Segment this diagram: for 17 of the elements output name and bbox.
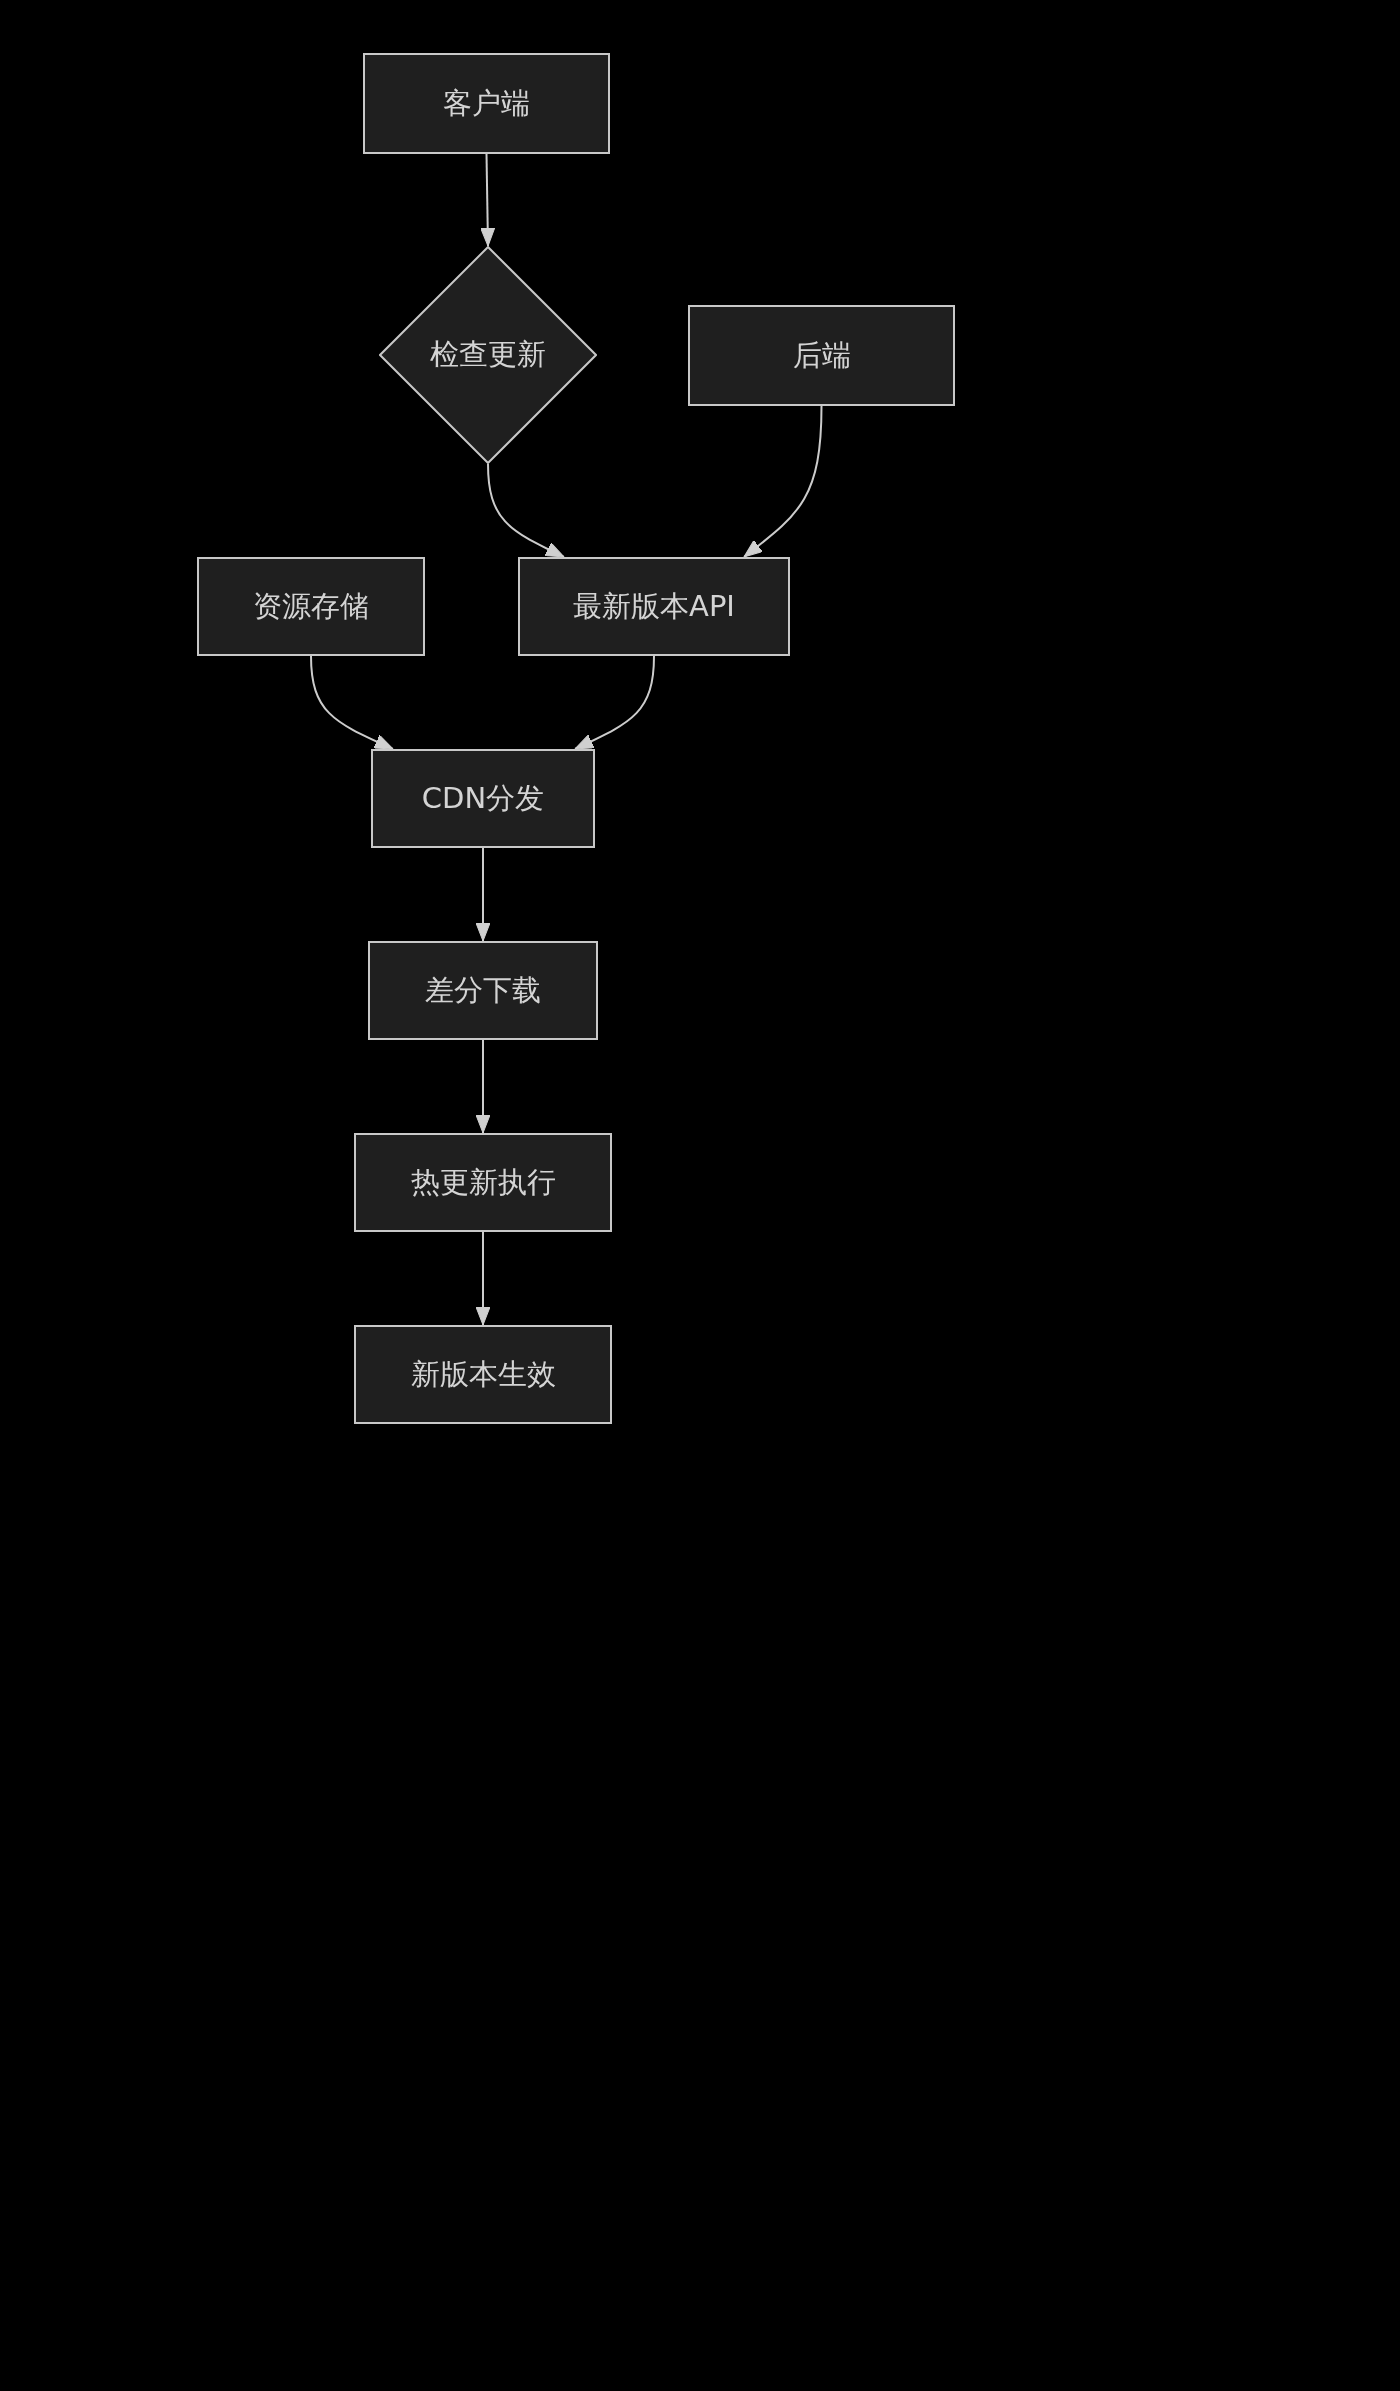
process-box: 资源存储 <box>197 557 425 656</box>
process-box: 客户端 <box>363 53 610 154</box>
arrow <box>475 1231 491 1326</box>
arrow <box>574 655 655 750</box>
arrow <box>743 405 823 558</box>
arrow <box>480 153 496 247</box>
process-box: 新版本生效 <box>354 1325 612 1424</box>
process-box: 差分下载 <box>368 941 598 1040</box>
arrow <box>475 847 491 942</box>
decision-diamond: 检查更新 <box>379 246 597 464</box>
process-box: 最新版本API <box>518 557 790 656</box>
arrow <box>487 463 565 558</box>
arrow <box>475 1039 491 1134</box>
process-box: 后端 <box>688 305 955 406</box>
process-box: CDN分发 <box>371 749 595 848</box>
process-box: 热更新执行 <box>354 1133 612 1232</box>
arrow <box>310 655 394 750</box>
